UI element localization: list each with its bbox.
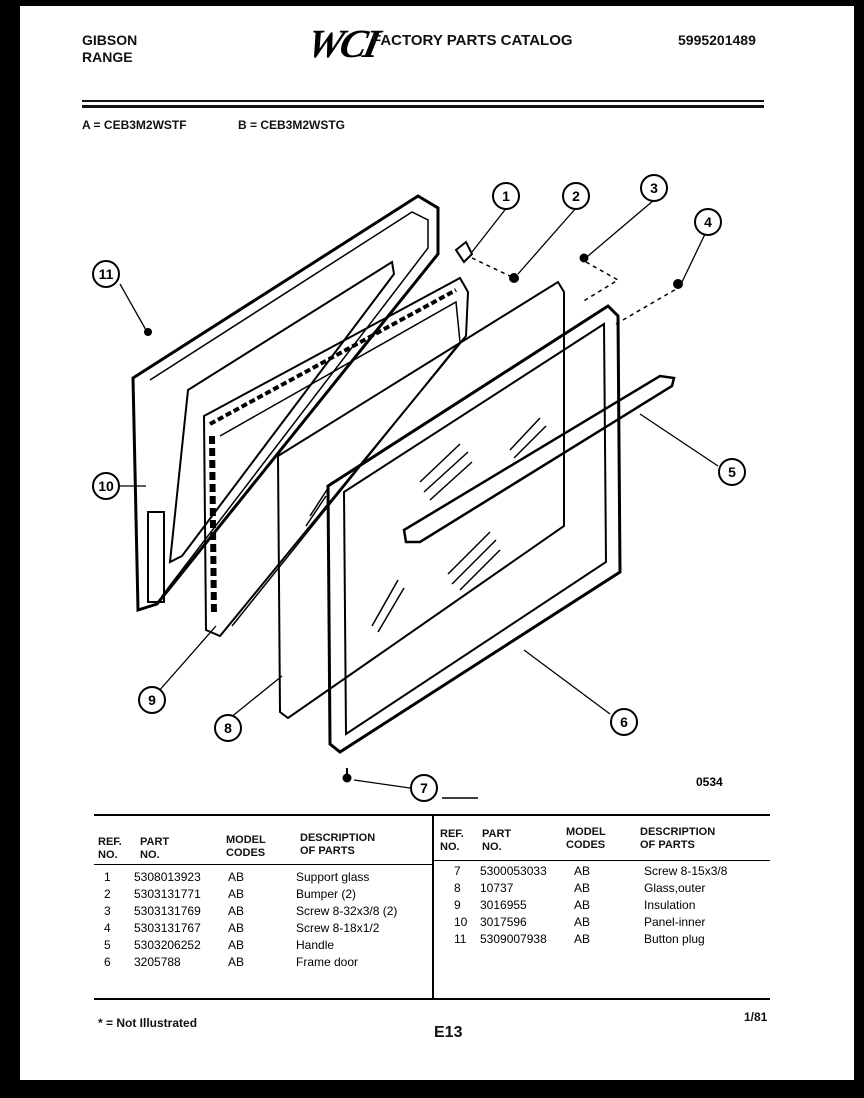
cell-codes: AB [228, 870, 245, 884]
callout-5: 5 [718, 458, 746, 486]
callout-3: 3 [640, 174, 668, 202]
callout-9: 9 [138, 686, 166, 714]
cell-codes: AB [228, 904, 245, 918]
cell-desc: Screw 8-18x1/2 [296, 921, 380, 935]
revision-date: 1/81 [744, 1010, 768, 1024]
callout-10-label: 10 [98, 478, 114, 494]
col-ref-no: REF.NO. [98, 836, 122, 861]
cell-part: 5303131771 [134, 887, 201, 901]
callout-7-label: 7 [420, 780, 428, 796]
cell-codes: AB [574, 932, 591, 946]
cell-ref: 9 [454, 898, 461, 912]
callout-9-label: 9 [148, 692, 156, 708]
cell-desc: Panel-inner [644, 915, 706, 929]
page-code: E13 [434, 1024, 463, 1041]
cell-part: 3017596 [480, 915, 527, 929]
cell-part: 5303206252 [134, 938, 201, 952]
callout-1-label: 1 [502, 188, 510, 204]
callout-4-label: 4 [704, 214, 712, 230]
cell-part: 3205788 [134, 955, 181, 969]
callout-11: 11 [92, 260, 120, 288]
cell-ref: 7 [454, 864, 461, 878]
table-header-rule-right [434, 860, 770, 861]
callout-7: 7 [410, 774, 438, 802]
catalog-page: GIBSON RANGE WCI FACTORY PARTS CATALOG 5… [20, 6, 854, 1080]
cell-desc: Handle [296, 938, 335, 952]
cell-codes: AB [574, 898, 591, 912]
cell-part: 5303131767 [134, 921, 201, 935]
not-illustrated-note: * = Not Illustrated [98, 1016, 198, 1030]
cell-ref: 5 [104, 938, 111, 952]
cell-part: 5303131769 [134, 904, 201, 918]
cell-part: 5309007938 [480, 932, 547, 946]
callout-11-label: 11 [99, 266, 114, 282]
cell-codes: AB [574, 915, 591, 929]
brand-name: GIBSON [82, 32, 138, 48]
callout-2: 2 [562, 182, 590, 210]
brand-block: GIBSON RANGE [82, 32, 137, 66]
model-a: A = CEB3M2WSTF [82, 118, 187, 132]
cell-desc: Frame door [296, 955, 359, 969]
cell-codes: AB [228, 921, 245, 935]
exploded-door-diagram: 1 2 3 4 5 6 7 8 9 10 11 0534 [92, 174, 746, 802]
header-rule-top [82, 100, 764, 102]
callout-6-label: 6 [620, 714, 628, 730]
cell-desc: Insulation [644, 898, 696, 912]
callout-2-label: 2 [572, 188, 580, 204]
cell-part: 5300053033 [480, 864, 547, 878]
table-divider [432, 816, 434, 998]
table-rule-bottom [94, 998, 770, 1000]
cell-codes: AB [228, 938, 245, 952]
catalog-title: FACTORY PARTS CATALOG [372, 32, 573, 49]
col-ref-no-right: REF.NO. [440, 828, 464, 853]
header-rule-bottom [82, 105, 764, 108]
cell-codes: AB [574, 881, 591, 895]
cell-part: 3016955 [480, 898, 527, 912]
callout-6: 6 [610, 708, 638, 736]
callout-3-label: 3 [650, 180, 658, 196]
cell-codes: AB [228, 955, 245, 969]
model-b: B = CEB3M2WSTG [238, 118, 346, 132]
cell-desc: Bumper (2) [296, 887, 357, 901]
callout-10: 10 [92, 472, 120, 500]
cell-ref: 10 [454, 915, 468, 929]
cell-ref: 1 [104, 870, 111, 884]
cell-ref: 2 [104, 887, 111, 901]
callout-8: 8 [214, 714, 242, 742]
diagram-code: 0534 [696, 775, 723, 789]
cell-desc: Button plug [644, 932, 705, 946]
callout-5-label: 5 [728, 464, 736, 480]
table-header-rule-left [94, 864, 432, 865]
product-type: RANGE [82, 49, 133, 65]
cell-desc: Screw 8-15x3/8 [644, 864, 728, 878]
cell-ref: 3 [104, 904, 111, 918]
cell-desc: Screw 8-32x3/8 (2) [296, 904, 398, 918]
cell-part: 5308013923 [134, 870, 201, 884]
callout-1: 1 [492, 182, 520, 210]
cell-ref: 8 [454, 881, 461, 895]
cell-part: 10737 [480, 881, 514, 895]
cell-codes: AB [228, 887, 245, 901]
cell-codes: AB [574, 864, 591, 878]
cell-ref: 4 [104, 921, 111, 935]
table-rule-top [94, 814, 770, 816]
callout-4: 4 [694, 208, 722, 236]
callout-8-label: 8 [224, 720, 232, 736]
cell-desc: Glass,outer [644, 881, 706, 895]
cell-ref: 11 [454, 932, 467, 946]
cell-ref: 6 [104, 955, 111, 969]
catalog-number: 5995201489 [678, 32, 756, 48]
cell-desc: Support glass [296, 870, 370, 884]
